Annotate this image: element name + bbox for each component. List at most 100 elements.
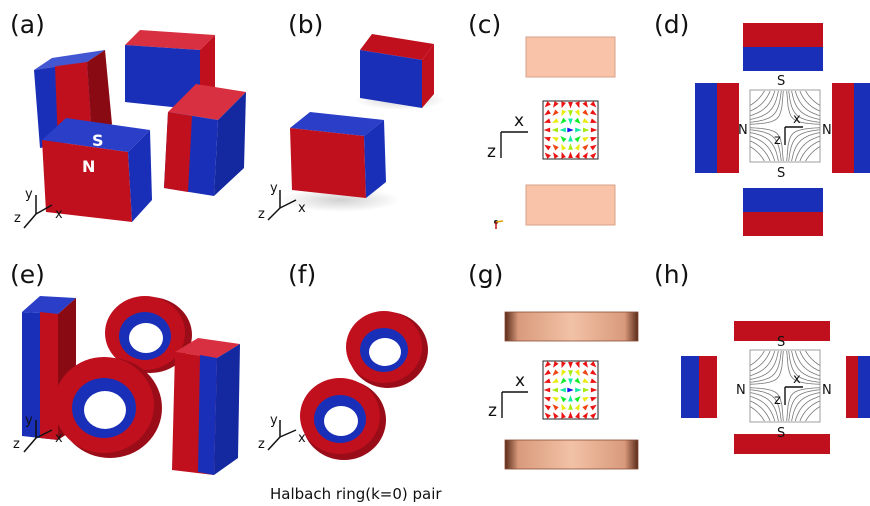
- field-line: [805, 406, 821, 422]
- axes-g: [501, 391, 528, 418]
- field-arrow: [590, 109, 597, 116]
- field-arrow: [582, 412, 588, 419]
- magnet-block-right: [164, 84, 246, 196]
- field-arrows-c: [543, 101, 598, 159]
- field-arrow: [561, 143, 567, 151]
- field-arrow: [552, 369, 559, 376]
- field-arrow: [582, 118, 590, 124]
- field-arrow: [560, 136, 567, 143]
- field-arrow: [568, 110, 573, 117]
- axes-d: [784, 126, 803, 145]
- ring-back-f: [346, 311, 428, 388]
- field-arrow: [544, 152, 551, 159]
- axis-x-d: x: [793, 112, 801, 127]
- pole-label-s-top-d: S: [777, 74, 785, 89]
- magnet-d-bottom-red: [743, 212, 823, 236]
- magnet-bar-right-e: [172, 338, 240, 475]
- field-arrow: [552, 404, 559, 411]
- axes-b: [267, 190, 297, 221]
- field-arrow: [582, 152, 588, 159]
- axis-y-f: y: [270, 413, 278, 428]
- field-arrow: [574, 136, 581, 143]
- field-line: [749, 395, 776, 422]
- field-line: [788, 90, 821, 123]
- field-line: [749, 350, 782, 383]
- axis-x-a: x: [55, 207, 63, 222]
- field-line: [749, 350, 776, 377]
- axis-x-c: x: [514, 111, 524, 131]
- field-arrow: [582, 396, 590, 402]
- field-arrow: [574, 109, 580, 117]
- field-lines-d: [749, 90, 821, 162]
- field-arrow: [568, 135, 573, 142]
- field-arrow: [568, 361, 573, 369]
- field-arrow: [575, 387, 582, 393]
- field-arrow: [574, 117, 581, 124]
- field-arrow: [582, 378, 590, 384]
- figure-caption: Halbach ring(k=0) pair: [270, 485, 442, 503]
- field-arrow: [568, 378, 573, 385]
- field-arrow: [567, 127, 574, 133]
- axis-y-b: y: [270, 181, 278, 196]
- pole-label-n-right-h: N: [822, 383, 832, 398]
- panel-label-f: (f): [288, 260, 316, 289]
- field-arrow: [590, 387, 598, 393]
- field-line: [749, 90, 784, 125]
- magnet-d-left-red: [717, 83, 739, 173]
- panel-b-magnets: y x z: [258, 34, 445, 222]
- field-line: [749, 90, 776, 117]
- field-arrow: [561, 151, 566, 159]
- field-arrow: [544, 144, 551, 151]
- field-arrow: [590, 152, 597, 159]
- field-arrow: [582, 101, 588, 108]
- field-arrow: [543, 127, 551, 133]
- field-line: [749, 90, 779, 120]
- magnet-h-right-blue: [858, 356, 870, 418]
- pole-label-s-top-h: S: [777, 335, 785, 350]
- panel-label-g: (g): [468, 260, 503, 289]
- axis-z-a: z: [14, 211, 21, 226]
- field-arrow: [583, 127, 590, 133]
- field-arrow: [552, 109, 559, 116]
- field-arrow: [575, 101, 580, 109]
- field-arrow: [568, 370, 573, 377]
- field-arrow: [560, 396, 567, 403]
- panel-d: S S N N x z: [695, 23, 870, 236]
- field-arrow: [582, 404, 589, 411]
- field-arrow: [561, 369, 567, 377]
- axis-z-c: z: [487, 142, 496, 162]
- field-arrow: [560, 377, 567, 384]
- axes-c: [500, 131, 528, 158]
- pole-label-n-a: N: [82, 157, 95, 176]
- axis-x-e: x: [55, 431, 63, 446]
- field-line: [799, 140, 821, 162]
- field-arrow: [582, 369, 589, 376]
- panel-label-a: (a): [10, 10, 45, 39]
- field-arrow: [544, 109, 551, 116]
- field-line: [749, 350, 779, 380]
- axis-x-b: x: [298, 201, 306, 216]
- magnet-d-right-blue: [854, 83, 870, 173]
- pole-label-n-left-h: N: [736, 383, 746, 398]
- field-arrow: [574, 403, 580, 411]
- field-arrow: [574, 369, 580, 377]
- field-arrow: [590, 144, 597, 151]
- field-arrow: [561, 361, 566, 369]
- pole-label-n-left-d: N: [738, 123, 748, 138]
- field-arrow: [575, 151, 580, 159]
- field-line: [788, 389, 821, 422]
- field-arrow: [551, 396, 559, 402]
- field-line: [749, 350, 771, 372]
- field-arrow: [551, 136, 559, 142]
- field-line: [794, 135, 821, 162]
- field-arrow: [582, 136, 590, 142]
- field-arrow: [544, 361, 551, 368]
- magnet-d-right-red: [832, 83, 854, 173]
- field-arrow: [551, 118, 559, 124]
- field-line: [749, 392, 779, 422]
- field-arrow: [544, 412, 551, 419]
- field-arrow: [590, 101, 597, 108]
- field-line: [749, 140, 771, 162]
- field-line: [749, 127, 784, 162]
- mini-triad-icon: [494, 220, 504, 229]
